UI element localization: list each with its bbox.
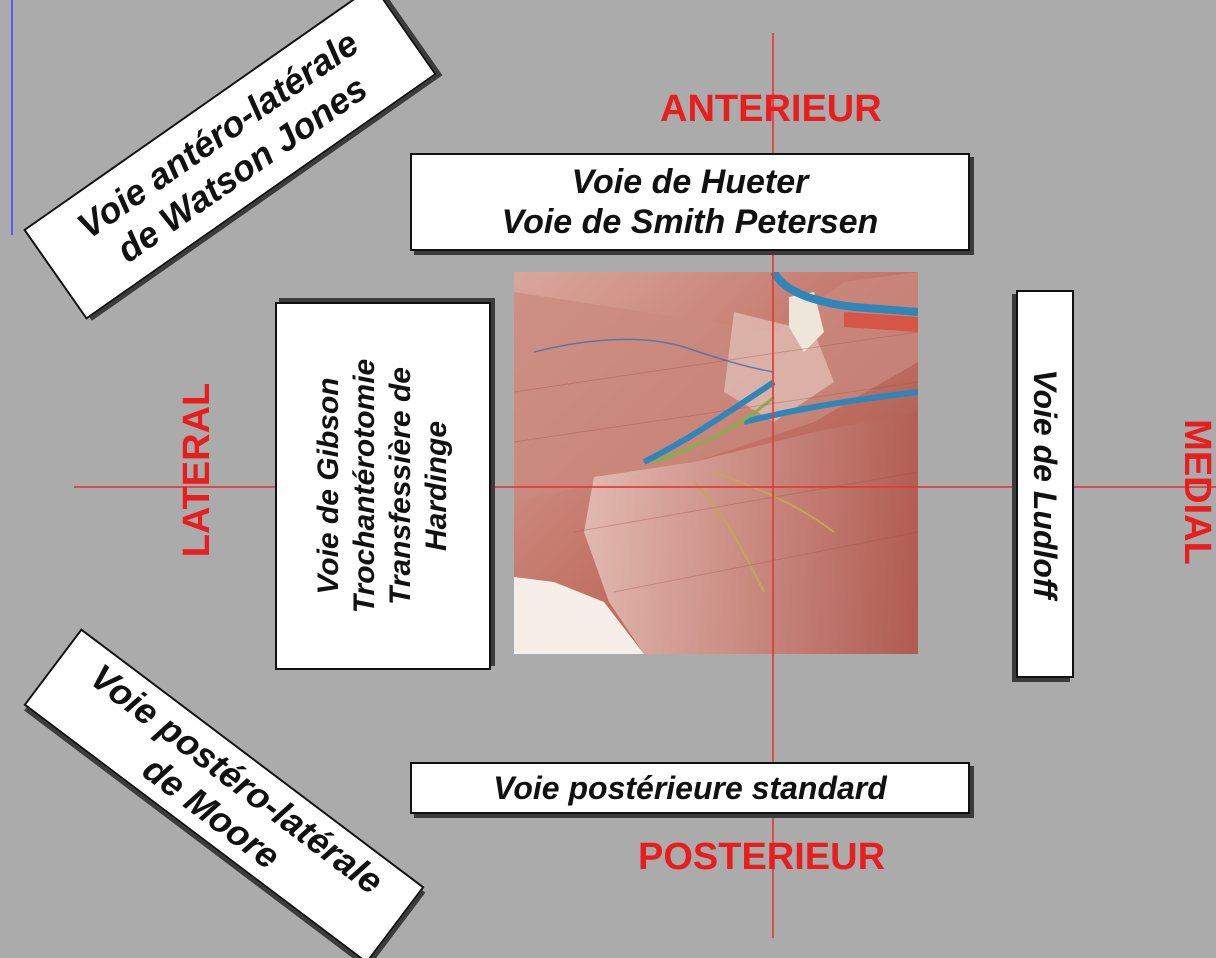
approach-label: Trochantérotomie bbox=[347, 359, 383, 614]
approach-label: Hardinge bbox=[419, 421, 455, 551]
anterior-approach-box: Voie de Hueter Voie de Smith Petersen bbox=[410, 153, 970, 251]
anatomy-illustration bbox=[514, 272, 918, 654]
approach-label: Voie postérieure standard bbox=[493, 769, 887, 807]
approach-label: Voie de Ludloff bbox=[1026, 369, 1064, 598]
left-edge-line bbox=[11, 0, 13, 235]
direction-anterior-label: ANTERIEUR bbox=[660, 90, 882, 128]
approach-label: Voie de Hueter bbox=[572, 162, 809, 202]
approach-label: Voie de Smith Petersen bbox=[502, 202, 879, 242]
direction-posterior-label: POSTERIEUR bbox=[638, 838, 885, 876]
approach-label: Transfessière de bbox=[383, 367, 419, 605]
direction-medial-label: MEDIAL bbox=[1178, 419, 1216, 565]
posterior-approach-box: Voie postérieure standard bbox=[410, 762, 970, 814]
direction-lateral-label: LATERAL bbox=[178, 383, 216, 558]
lateral-approach-box: Voie de Gibson Trochantérotomie Transfes… bbox=[275, 302, 491, 670]
medial-approach-box: Voie de Ludloff bbox=[1016, 290, 1074, 678]
approach-label: Voie de Gibson bbox=[311, 377, 347, 594]
